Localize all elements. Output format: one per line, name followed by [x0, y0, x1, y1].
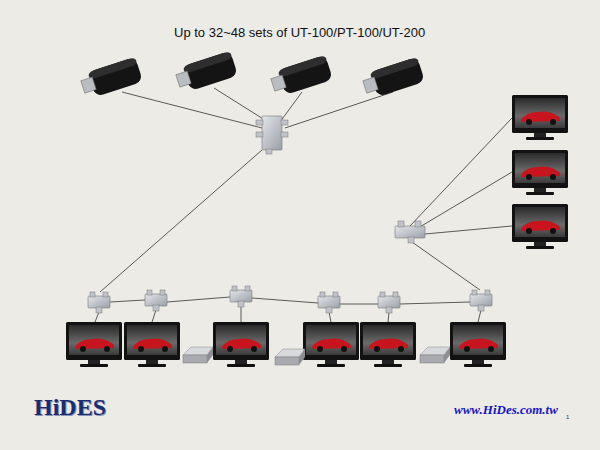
website-url: www.HiDes.com.tw [454, 402, 558, 418]
tap-splitters [88, 286, 492, 313]
usb-dongles [79, 51, 425, 100]
brand-logo: HiDES [34, 394, 106, 421]
televisions [66, 95, 568, 367]
page-number: 1 [566, 414, 569, 420]
four-way-splitter [256, 116, 288, 154]
set-top-boxes [183, 347, 450, 365]
cables [95, 88, 512, 322]
right-splitter [395, 221, 425, 243]
diagram-title: Up to 32~48 sets of UT-100/PT-100/UT-200 [174, 25, 425, 40]
